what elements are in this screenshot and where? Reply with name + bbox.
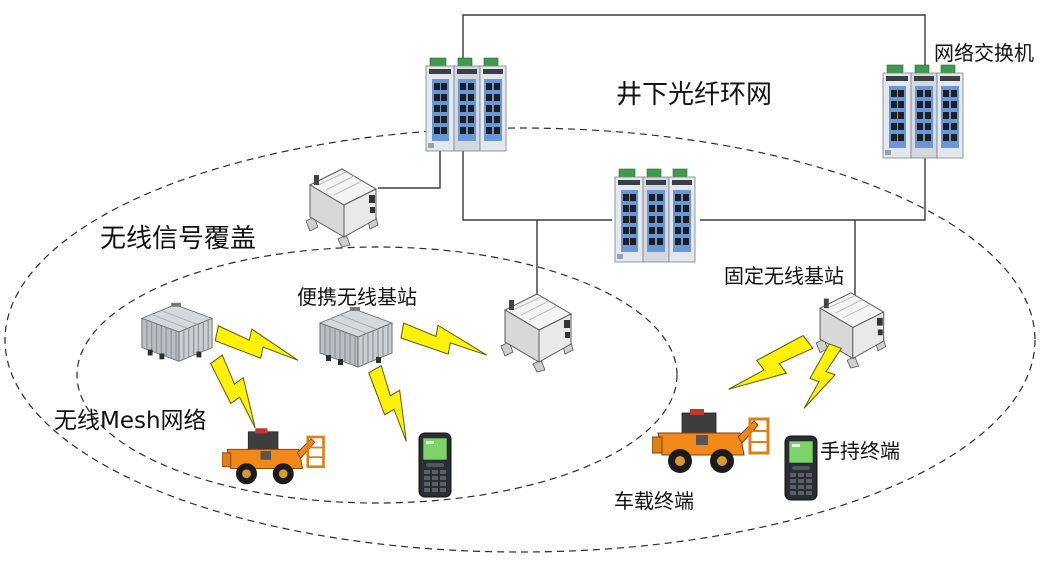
wireless-access-point-icon [500, 293, 574, 373]
label-fixed-base-station: 固定无线基站 [724, 264, 844, 288]
lightning-bolt-icon [361, 363, 425, 445]
portable-base-station-icon [141, 302, 213, 362]
label-vehicle-terminal: 车载终端 [614, 489, 694, 513]
label-network-switch: 网络交换机 [934, 41, 1034, 65]
mining-vehicle-icon [222, 428, 325, 486]
ethernet-switch-icon [614, 168, 696, 263]
fiber-ring-right-link [700, 157, 926, 221]
label-wireless-coverage: 无线信号覆盖 [100, 224, 256, 254]
handheld-terminal-icon [418, 432, 452, 498]
fiber-ring-top-link [462, 14, 926, 68]
label-handheld-terminal: 手持终端 [820, 439, 900, 463]
lightning-bolt-icon [798, 341, 846, 415]
wireless-access-point-icon [305, 168, 379, 248]
ethernet-switch-icon [425, 57, 507, 152]
mesh-network-zone [76, 246, 678, 504]
portable-base-station-icon [319, 306, 393, 368]
wireless-coverage-zone [4, 127, 1036, 553]
lightning-bolt-icon [723, 328, 817, 408]
lightning-bolt-icon [204, 352, 272, 432]
ethernet-switch-icon [882, 64, 964, 159]
fiber-ring-left-link [462, 150, 612, 221]
lightning-bolt-icon [212, 321, 304, 367]
ap-uplink-left [378, 150, 441, 189]
label-fiber-ring-network: 井下光纤环网 [616, 80, 772, 110]
label-mesh-network: 无线Mesh网络 [54, 408, 207, 434]
label-portable-base-station: 便携无线基站 [297, 285, 417, 309]
lightning-bolt-icon [398, 318, 492, 362]
mining-vehicle-icon [652, 408, 770, 475]
handheld-terminal-icon [784, 435, 818, 501]
